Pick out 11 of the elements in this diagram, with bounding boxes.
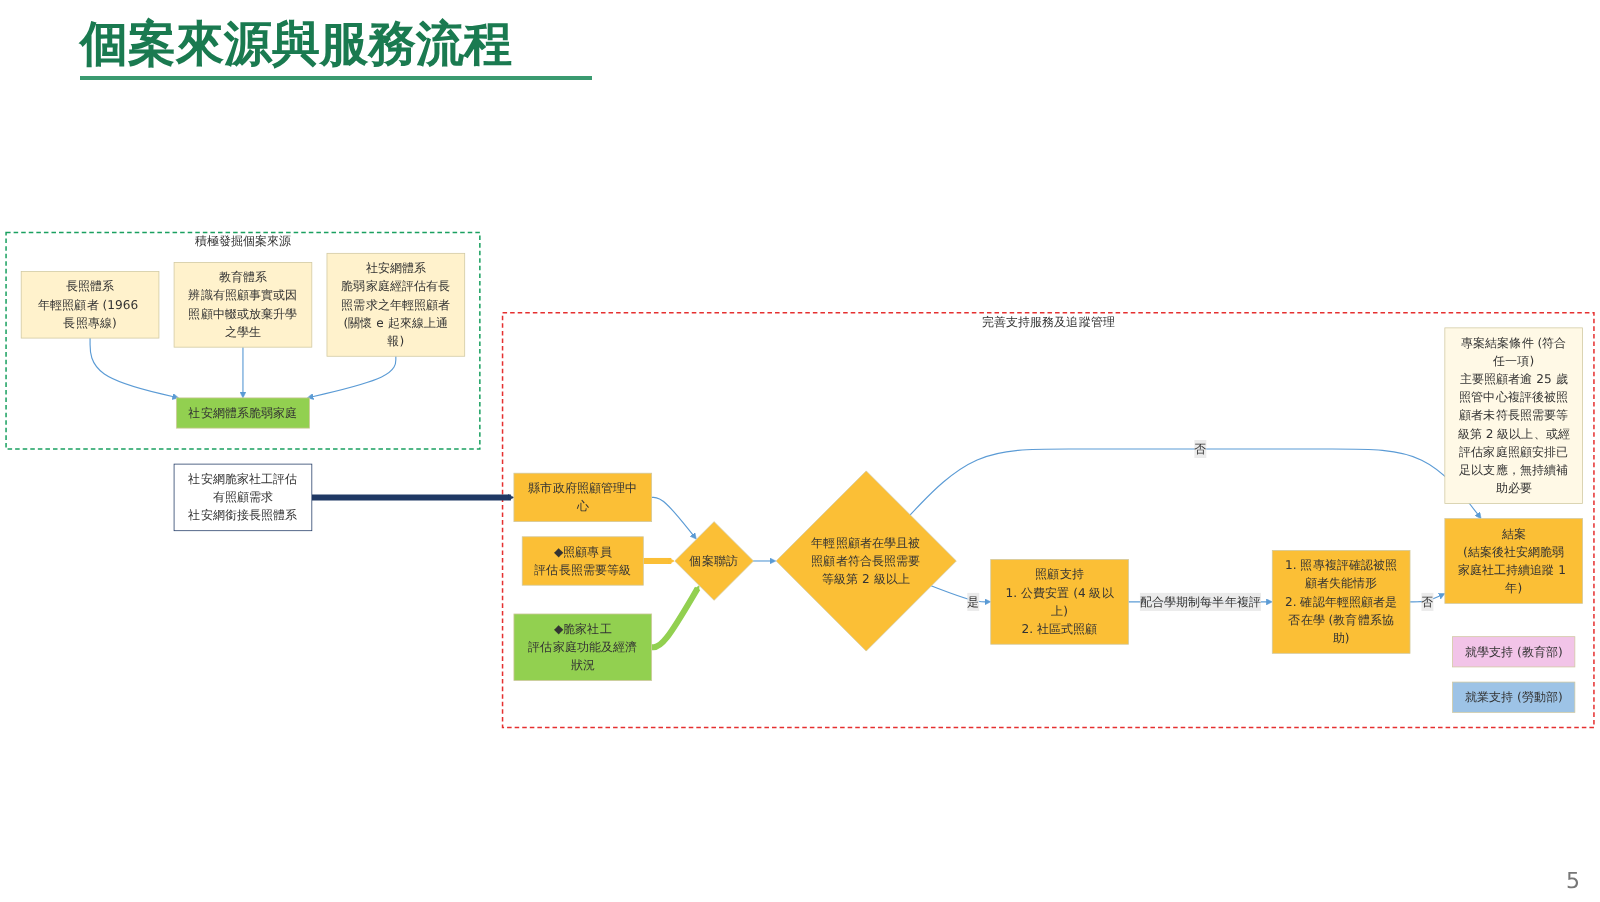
slide-title: 個案來源與服務流程 <box>80 12 592 80</box>
arrow <box>650 585 701 651</box>
arrow <box>89 337 179 400</box>
arrow <box>311 494 515 501</box>
arrow <box>307 355 397 400</box>
page-number: 5 <box>1566 868 1580 894</box>
arrow <box>752 557 777 565</box>
arrow <box>909 448 1482 519</box>
arrow <box>239 346 247 399</box>
arrow <box>643 557 675 565</box>
arrow <box>651 496 697 540</box>
